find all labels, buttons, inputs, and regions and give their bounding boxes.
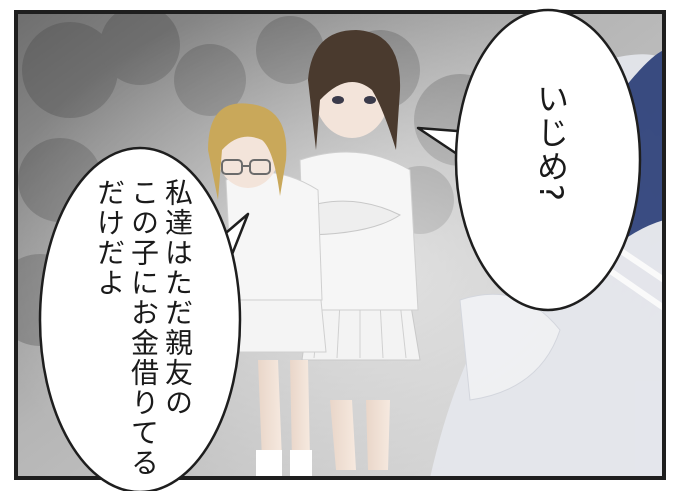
brunette-girl bbox=[295, 30, 421, 470]
speech-line: この子にお金借りてる bbox=[127, 178, 160, 478]
speech-bubble-right bbox=[416, 8, 642, 312]
blonde-girl bbox=[208, 103, 327, 478]
speech-line: だけだよ bbox=[93, 178, 126, 298]
speech-line: 私達はただ親友の bbox=[161, 178, 194, 418]
speech-text-right: いじめ? bbox=[532, 82, 570, 203]
speech-text-left: 私達はただ親友の この子にお金借りてる だけだよ bbox=[86, 178, 194, 478]
panel-border bbox=[14, 10, 666, 480]
speech-bubble-left bbox=[38, 146, 250, 494]
